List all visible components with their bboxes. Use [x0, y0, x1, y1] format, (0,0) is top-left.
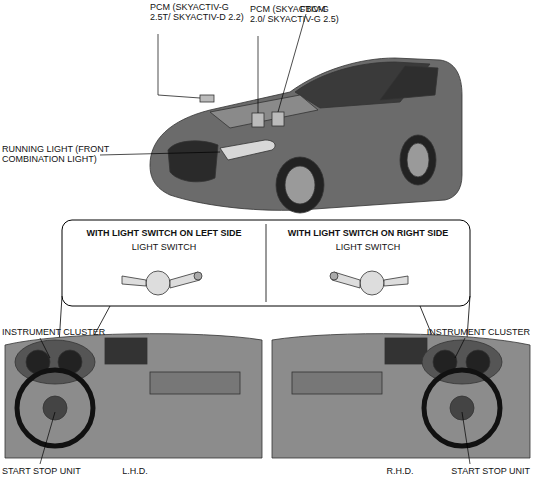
part-label: R.H.D. — [375, 466, 425, 476]
part-label: START STOP UNIT — [430, 466, 530, 476]
section-heading: WITH LIGHT SWITCH ON LEFT SIDE — [64, 228, 264, 238]
part-label: INSTRUMENT CLUSTER — [2, 327, 112, 337]
dashboard-lhd — [5, 334, 262, 458]
dashboard-rhd — [272, 334, 530, 458]
leader-lines — [100, 14, 306, 155]
part-label: LIGHT SWITCH — [268, 242, 468, 252]
part-label: LIGHT SWITCH — [64, 242, 264, 252]
section-heading: WITH LIGHT SWITCH ON RIGHT SIDE — [268, 228, 468, 238]
leader-lines-dash — [40, 338, 470, 464]
car-illustration — [150, 58, 462, 213]
part-label: L.H.D. — [110, 466, 160, 476]
part-label: START STOP UNIT — [2, 466, 102, 476]
part-label: PCM (SKYACTIV-G 2.5T/ SKYACTIV-D 2.2) — [150, 2, 250, 22]
part-label: INSTRUMENT CLUSTER — [420, 327, 530, 337]
light-switch-symbol — [122, 271, 408, 295]
inset-section: WITH LIGHT SWITCH ON LEFT SIDE LIGHT SWIT… — [64, 222, 264, 304]
part-label: RUNNING LIGHT (FRONT COMBINATION LIGHT) — [2, 144, 112, 164]
part-label: FBCM — [300, 4, 340, 14]
inset-section: WITH LIGHT SWITCH ON RIGHT SIDE LIGHT SWI… — [268, 222, 468, 304]
part-label: PCM (SKYACTIV-G 2.0/ SKYACTIV-G 2.5) — [250, 4, 345, 24]
